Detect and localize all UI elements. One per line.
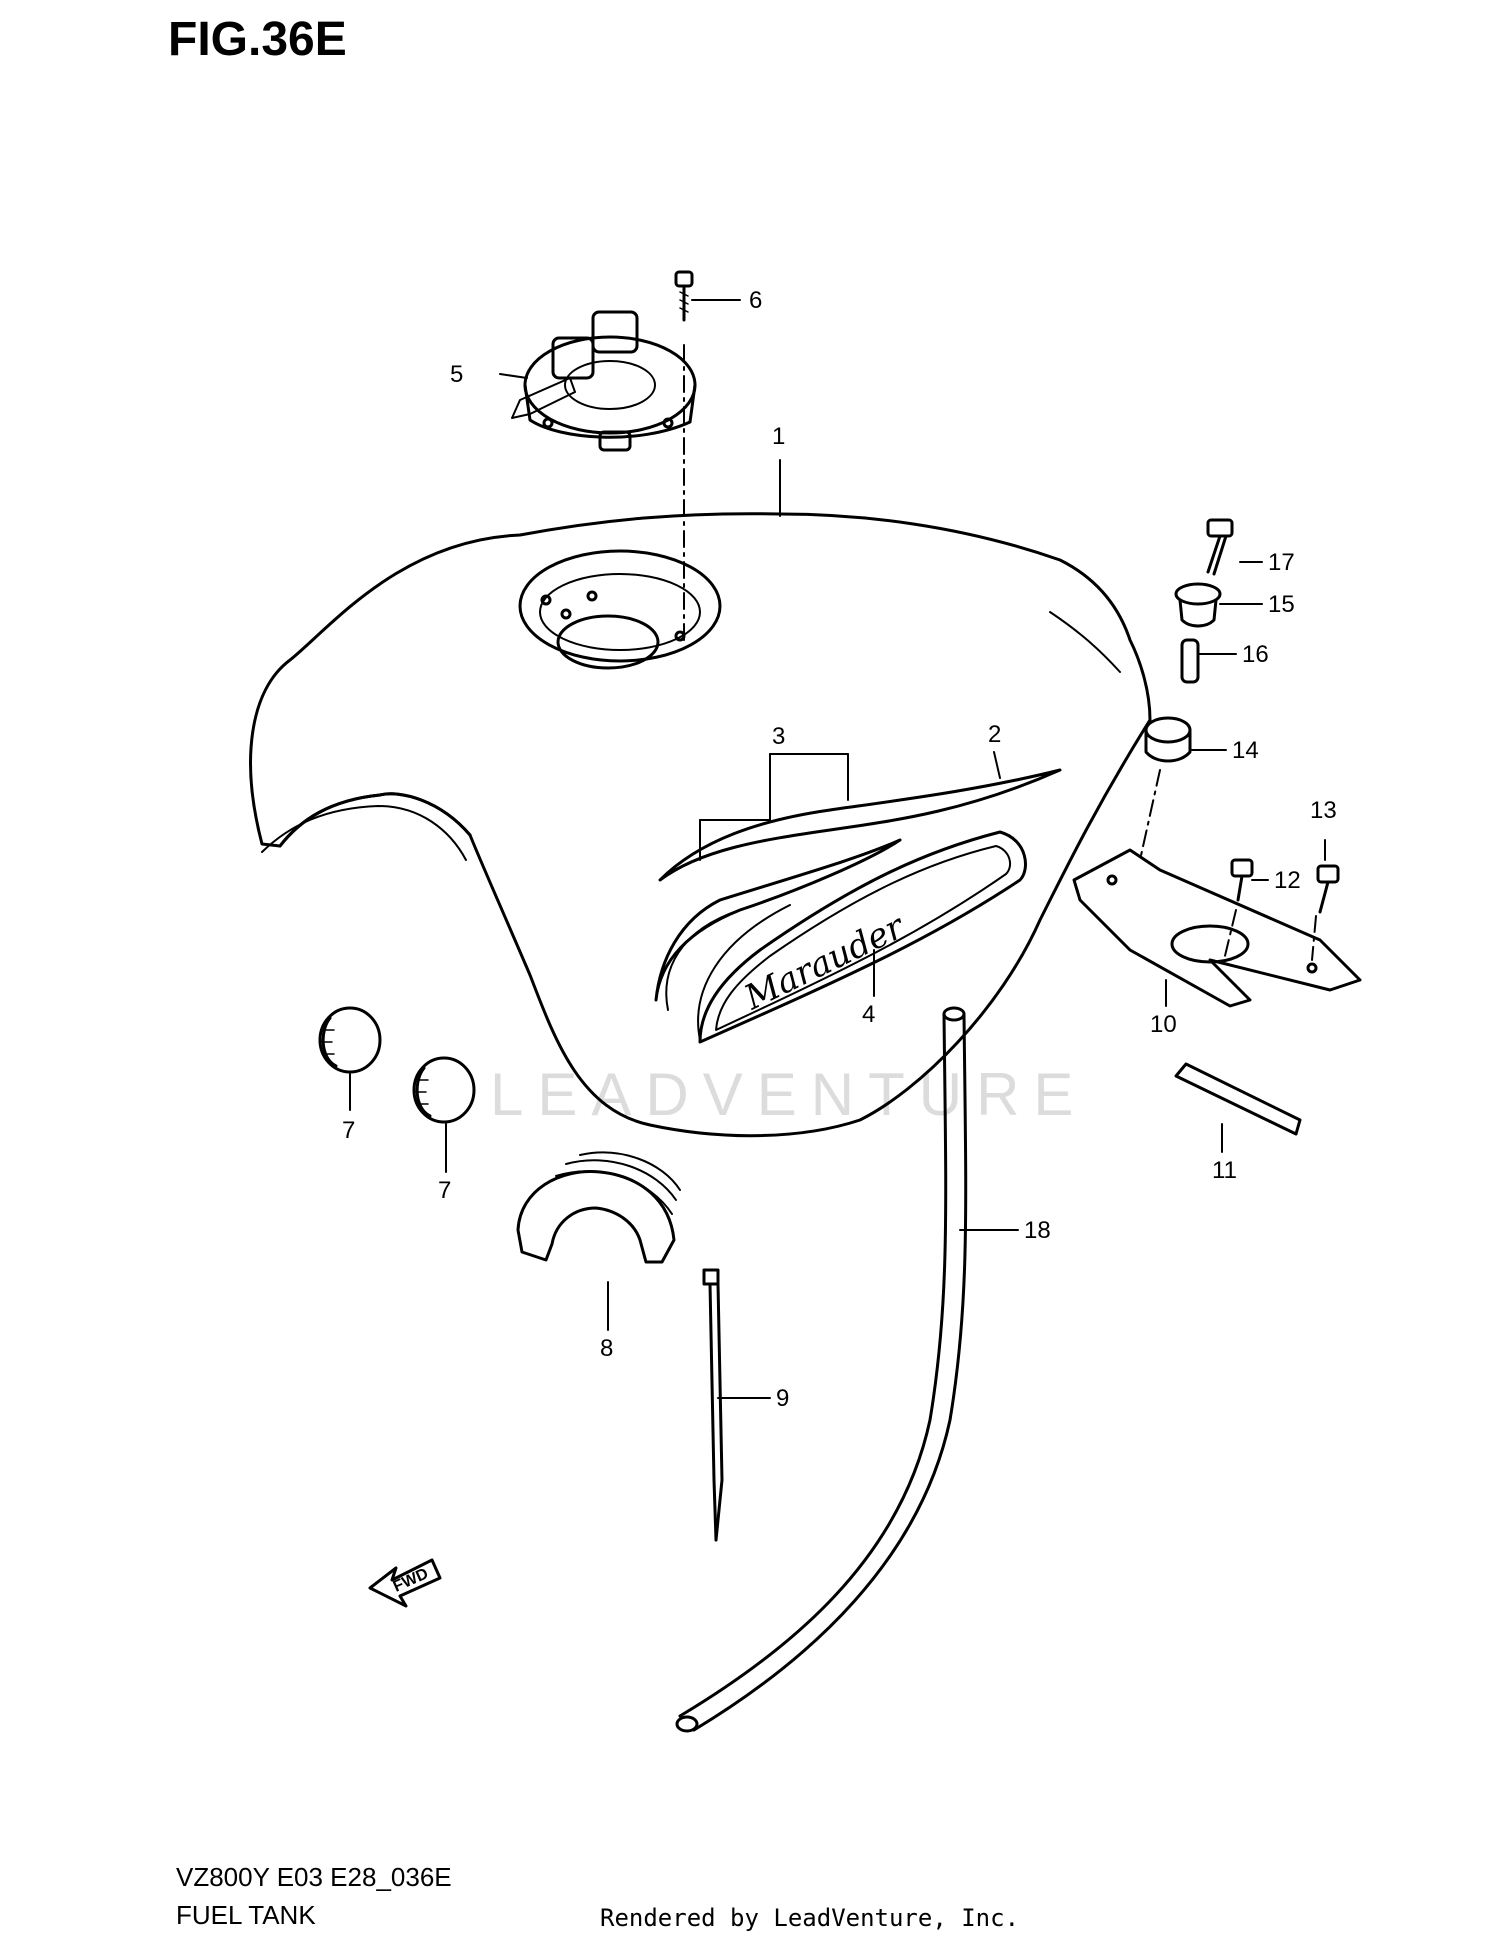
watermark: LEADVENTURE bbox=[490, 1061, 1088, 1128]
callout-15: 15 bbox=[1268, 591, 1295, 618]
callout-11: 11 bbox=[1212, 1157, 1237, 1184]
spacer bbox=[1180, 638, 1200, 684]
leader-lines bbox=[349, 299, 1326, 1399]
figure-title: FIG.36E bbox=[168, 13, 347, 66]
flame-decals bbox=[654, 768, 1062, 1041]
callout-10: 10 bbox=[1150, 1011, 1177, 1038]
callout-7b: 7 bbox=[438, 1177, 451, 1204]
cap-screw bbox=[674, 270, 694, 322]
bracket-bolt-13 bbox=[1311, 864, 1340, 961]
tank-bolt bbox=[1206, 518, 1234, 576]
callout-4: 4 bbox=[862, 1001, 875, 1028]
fuel-tank bbox=[249, 512, 1152, 1138]
callout-18: 18 bbox=[1024, 1217, 1051, 1244]
callout-7a: 7 bbox=[342, 1117, 355, 1144]
callout-8: 8 bbox=[600, 1335, 613, 1362]
callout-9: 9 bbox=[776, 1385, 789, 1412]
emblem-text: Marauder bbox=[738, 906, 912, 1018]
forward-arrow-icon bbox=[368, 1558, 442, 1608]
section-name: FUEL TANK bbox=[176, 1900, 316, 1930]
callout-16: 16 bbox=[1242, 641, 1269, 668]
callout-3: 3 bbox=[772, 723, 785, 750]
mounting-bracket bbox=[1072, 848, 1362, 1008]
callout-6: 6 bbox=[749, 287, 762, 314]
cushion-1 bbox=[318, 1006, 382, 1074]
emblem bbox=[698, 830, 1027, 1044]
cable-tie bbox=[702, 1268, 724, 1542]
washer bbox=[1174, 582, 1222, 628]
mount-cushion bbox=[1144, 716, 1192, 763]
callout-14: 14 bbox=[1232, 737, 1259, 764]
cushion-2 bbox=[412, 1056, 476, 1124]
callout-12: 12 bbox=[1274, 867, 1301, 894]
bracket-bolt-12 bbox=[1223, 858, 1254, 961]
rubber-strip bbox=[1174, 1062, 1302, 1136]
callout-1: 1 bbox=[772, 423, 785, 450]
rear-cushion bbox=[516, 1151, 681, 1264]
breather-hose bbox=[675, 1006, 968, 1733]
render-credit: Rendered by LeadVenture, Inc. bbox=[600, 1904, 1020, 1932]
fuel-cap-with-key bbox=[511, 310, 697, 452]
callout-5: 5 bbox=[450, 361, 463, 388]
callout-13: 13 bbox=[1310, 797, 1337, 824]
model-code: VZ800Y E03 E28_036E bbox=[176, 1862, 452, 1892]
callout-2: 2 bbox=[988, 721, 1001, 748]
callout-17: 17 bbox=[1268, 549, 1295, 576]
